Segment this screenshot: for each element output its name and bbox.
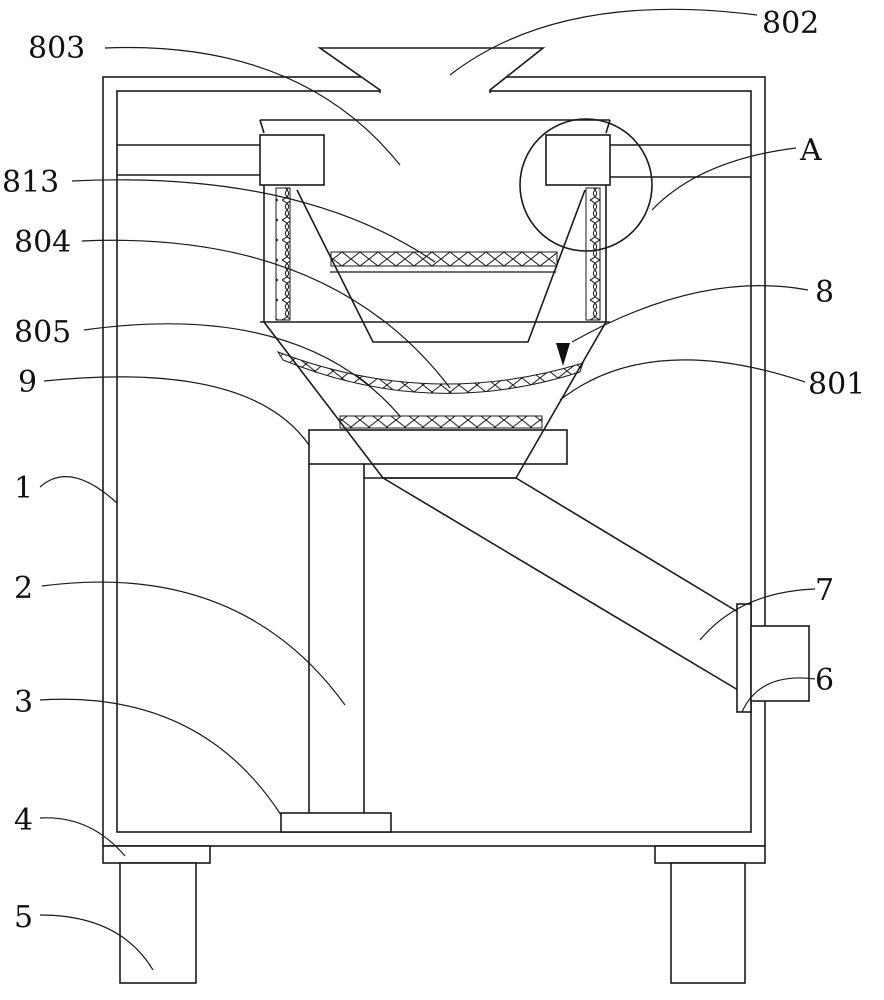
- housing: [103, 77, 765, 846]
- label-8: 8: [815, 275, 834, 310]
- motor-block-left: [260, 135, 324, 185]
- support-column: [281, 464, 391, 832]
- lower-screen: [340, 416, 542, 428]
- label-813: 813: [2, 165, 59, 200]
- label-5: 5: [14, 900, 33, 935]
- label-804: 804: [14, 225, 71, 260]
- discharge-chute: [383, 478, 809, 712]
- inner-funnel: [297, 190, 585, 342]
- feet: [103, 846, 765, 983]
- label-2: 2: [14, 571, 33, 606]
- label-7: 7: [815, 573, 834, 608]
- spring-left: [276, 188, 290, 320]
- spring-right: [586, 188, 600, 320]
- support-plate-9: [309, 430, 567, 464]
- feed-hopper: [320, 48, 543, 93]
- label-9: 9: [18, 365, 37, 400]
- label-801: 801: [808, 367, 865, 402]
- arrow-8: [556, 343, 570, 366]
- base-plate: [281, 813, 391, 832]
- label-1: 1: [14, 471, 33, 506]
- outlet-flange: [737, 604, 751, 712]
- upper-screen-813: [331, 252, 557, 266]
- curved-screen-805: [278, 352, 583, 393]
- lower-cone: [264, 322, 606, 478]
- motor-block-right: [546, 135, 610, 185]
- label-3: 3: [14, 685, 33, 720]
- label-803: 803: [28, 31, 85, 66]
- label-6: 6: [815, 663, 834, 698]
- leader-lines: [40, 9, 815, 970]
- label-805: 805: [14, 315, 71, 350]
- label-a: A: [799, 133, 822, 168]
- label-4: 4: [14, 803, 33, 838]
- label-802: 802: [762, 6, 819, 41]
- mounting-bars: [117, 145, 751, 177]
